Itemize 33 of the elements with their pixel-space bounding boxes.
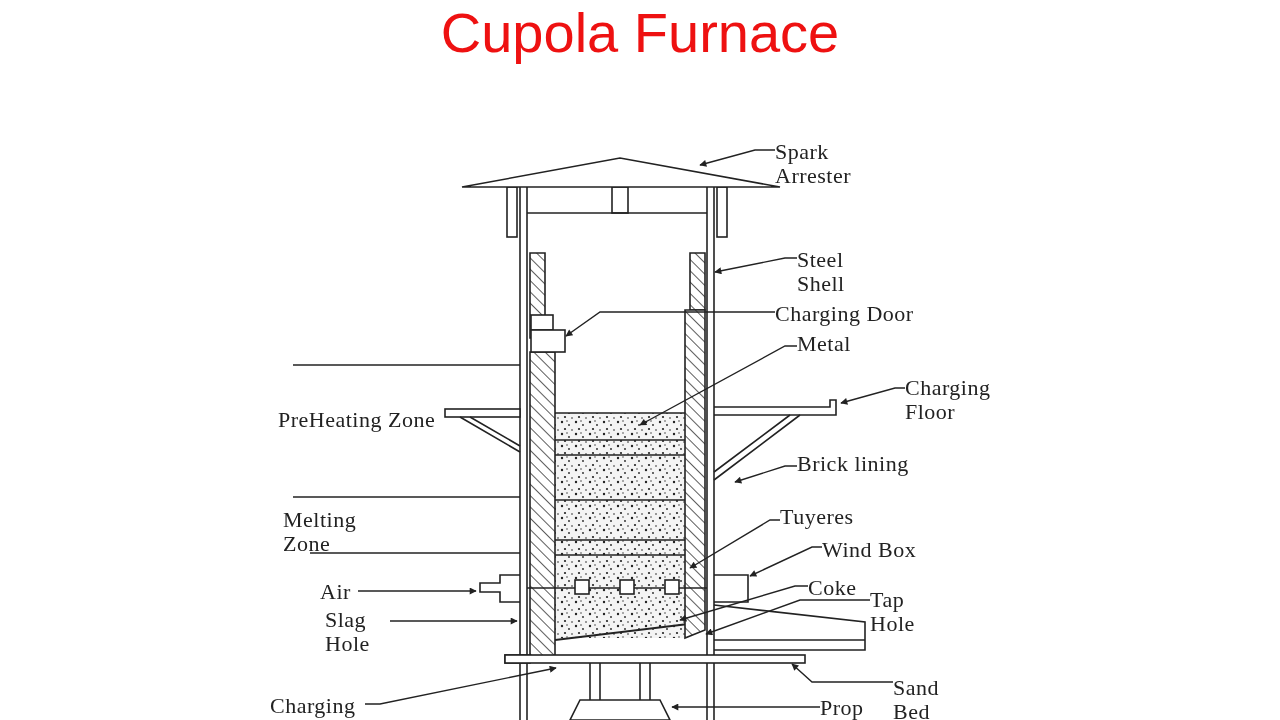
zone-label: PreHeating Zone (278, 408, 437, 432)
leader-line (679, 585, 809, 622)
leader-line (364, 665, 557, 705)
zone-label: Melting Zone (283, 508, 358, 556)
part-label: Air (320, 580, 358, 604)
leader-line (791, 663, 894, 683)
part-label: Charging (270, 694, 365, 718)
leader-line (840, 387, 906, 405)
leader-line (389, 617, 518, 625)
leader-line (734, 465, 798, 484)
part-label: Spark Arrester (775, 140, 875, 188)
part-label: Sand Bed (893, 676, 948, 720)
part-label: Metal (797, 332, 855, 356)
part-label: Slag Hole (325, 608, 390, 656)
part-label: Prop (820, 696, 870, 720)
leader-line (671, 703, 821, 711)
leader-line (699, 149, 776, 167)
leader-line (749, 546, 823, 577)
leader-line (689, 519, 781, 569)
leader-line (714, 257, 798, 275)
part-label: Coke (808, 576, 863, 600)
leader-line (705, 599, 871, 636)
leader-line (639, 345, 798, 426)
leader-line (565, 311, 776, 337)
part-label: Wind Box (822, 538, 932, 562)
part-label: Tap Hole (870, 588, 925, 636)
part-label: Brick lining (797, 452, 922, 476)
part-label: Tuyeres (780, 505, 870, 529)
part-label: Steel Shell (797, 248, 859, 296)
part-label: Charging Floor (905, 376, 1010, 424)
slide-title: Cupola Furnace (440, 1, 840, 64)
leader-line (357, 587, 477, 595)
part-label: Charging Door (775, 302, 915, 326)
